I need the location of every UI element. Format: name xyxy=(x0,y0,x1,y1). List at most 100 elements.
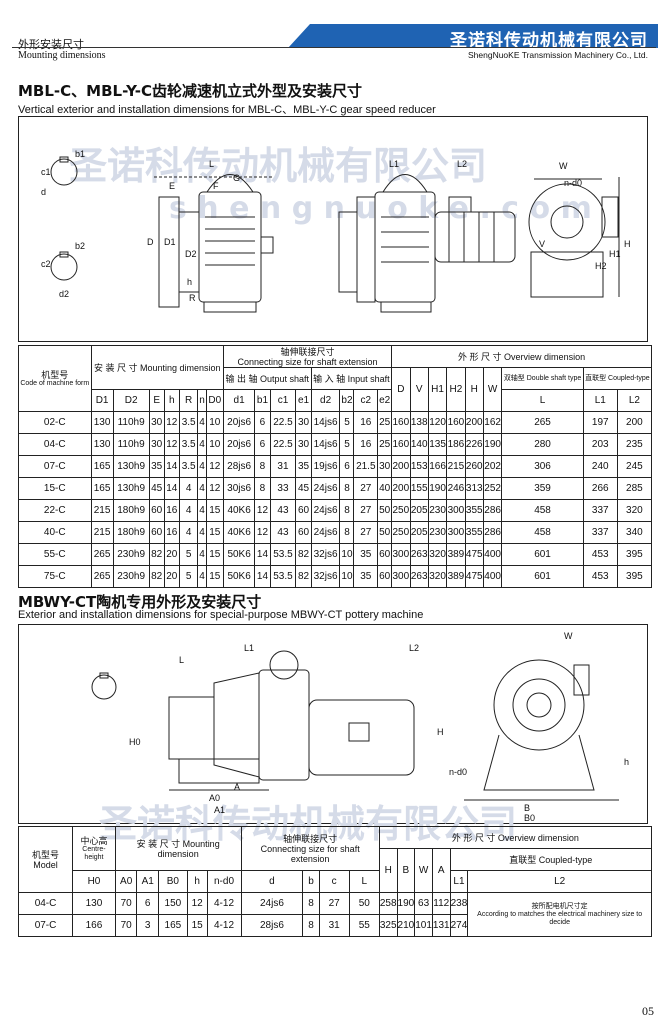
table-cell: 27 xyxy=(353,499,379,522)
section2-title: MBWY-CT陶机专用外形及安装尺寸 xyxy=(18,593,262,611)
table-cell: 70 xyxy=(114,914,138,937)
table-cell: 250 xyxy=(391,499,411,522)
table-cell: 280 xyxy=(501,433,584,456)
table-cell: 33 xyxy=(269,477,297,500)
table-cell: 355 xyxy=(464,499,484,522)
table-cell: 40K6 xyxy=(222,521,256,544)
svg-text:D: D xyxy=(147,237,154,247)
table-cell: 285 xyxy=(616,477,653,500)
table-cell: 200 xyxy=(464,411,484,434)
table-cell: 27 xyxy=(353,477,379,500)
table-cell: 155 xyxy=(409,477,429,500)
table-cell: 30 xyxy=(295,433,312,456)
header-shaft-cn: 轴伸联接尺寸 xyxy=(283,833,338,844)
col-header: h xyxy=(186,870,208,893)
table-cell: 40 xyxy=(377,477,393,500)
table-cell: 8 xyxy=(339,499,355,522)
svg-text:L1: L1 xyxy=(389,159,399,169)
svg-text:d: d xyxy=(41,187,46,197)
table-cell: 50K6 xyxy=(222,565,256,588)
table-cell: 200 xyxy=(391,477,411,500)
table-cell: 8 xyxy=(254,477,271,500)
table-cell: 160 xyxy=(391,411,411,434)
table-cell: 12 xyxy=(163,411,180,434)
table-cell: 300 xyxy=(391,543,411,566)
header-input-shaft: 输 入 轴 Input shaft xyxy=(310,367,393,390)
table-cell: 263 xyxy=(409,565,429,588)
table-cell: 453 xyxy=(582,543,618,566)
table-cell: 340 xyxy=(616,521,653,544)
table-cell: 190 xyxy=(396,892,416,915)
header-center-en: Centre-height xyxy=(82,845,106,861)
table-cell: 60 xyxy=(295,521,312,544)
table-cell: 45 xyxy=(148,477,165,500)
svg-text:L2: L2 xyxy=(457,159,467,169)
table-cell: 4 xyxy=(197,455,207,478)
svg-text:b2: b2 xyxy=(75,241,85,251)
table-cell: 166 xyxy=(72,914,116,937)
col-header: D1 xyxy=(90,389,114,412)
table-cell: 16 xyxy=(353,433,379,456)
col-header: L xyxy=(348,870,380,893)
table-cell: 70 xyxy=(114,892,138,915)
table-cell: 30js6 xyxy=(222,477,256,500)
table-cell: 35 xyxy=(295,455,312,478)
table-cell: 27 xyxy=(353,521,379,544)
svg-text:h: h xyxy=(624,757,629,767)
table-cell: 5 xyxy=(339,411,355,434)
section1-title: MBL-C、MBL-Y-C齿轮减速机立式外型及安装尺寸 xyxy=(18,82,362,100)
table-cell: 30 xyxy=(148,411,165,434)
table-cell: 165 xyxy=(90,477,114,500)
page-header: 圣诺科传动机械有限公司 ShengNuoKE Transmission Mach… xyxy=(0,0,670,62)
header-shaft-en: Connecting size for shaft extension xyxy=(237,356,378,367)
table-cell: 28js6 xyxy=(222,455,256,478)
table-cell: 32js6 xyxy=(310,565,341,588)
table-cell: 20 xyxy=(163,565,180,588)
col-header: D2 xyxy=(112,389,150,412)
table-cell: 210 xyxy=(396,914,416,937)
header-rule xyxy=(12,47,656,48)
table-cell: 8 xyxy=(339,521,355,544)
table-cell: 22-C xyxy=(18,499,92,522)
svg-text:c2: c2 xyxy=(41,259,51,269)
col-header: d1 xyxy=(222,389,256,412)
table-cell: 265 xyxy=(90,543,114,566)
table-cell: 6 xyxy=(254,411,271,434)
table-cell: 120 xyxy=(427,411,448,434)
col-header: L2 xyxy=(467,870,652,893)
table-cell: 4 xyxy=(197,565,207,588)
table-cell: 197 xyxy=(582,411,618,434)
col-header: E xyxy=(148,389,165,412)
table-cell: 04-C xyxy=(18,433,92,456)
col-header: e1 xyxy=(295,389,312,412)
l2-note-en: According to matches the electrical mach… xyxy=(477,910,643,926)
table-cell: 130h9 xyxy=(112,455,150,478)
svg-text:W: W xyxy=(564,631,573,641)
table-cell: 186 xyxy=(446,433,466,456)
table-cell: 53.5 xyxy=(269,565,297,588)
table-cell: 82 xyxy=(295,565,312,588)
col-header: R xyxy=(178,389,199,412)
header-overview: 外 形 尺 寸 Overview dimension xyxy=(391,345,652,368)
col-header: D xyxy=(391,367,411,412)
table-cell: 12 xyxy=(254,521,271,544)
table-cell: 43 xyxy=(269,521,297,544)
table-cell: 266 xyxy=(582,477,618,500)
table-cell: 14 xyxy=(254,565,271,588)
table-cell: 150 xyxy=(157,892,188,915)
table-cell: 63 xyxy=(414,892,433,915)
table-cell: 252 xyxy=(482,477,503,500)
table-cell: 110h9 xyxy=(112,411,150,434)
table-cell: 14js6 xyxy=(310,433,341,456)
svg-text:W: W xyxy=(559,161,568,171)
col-header: H1 xyxy=(427,367,448,412)
svg-text:L1: L1 xyxy=(244,643,254,653)
table-cell: 265 xyxy=(90,565,114,588)
svg-text:d2: d2 xyxy=(59,289,69,299)
svg-text:B0: B0 xyxy=(524,813,535,823)
